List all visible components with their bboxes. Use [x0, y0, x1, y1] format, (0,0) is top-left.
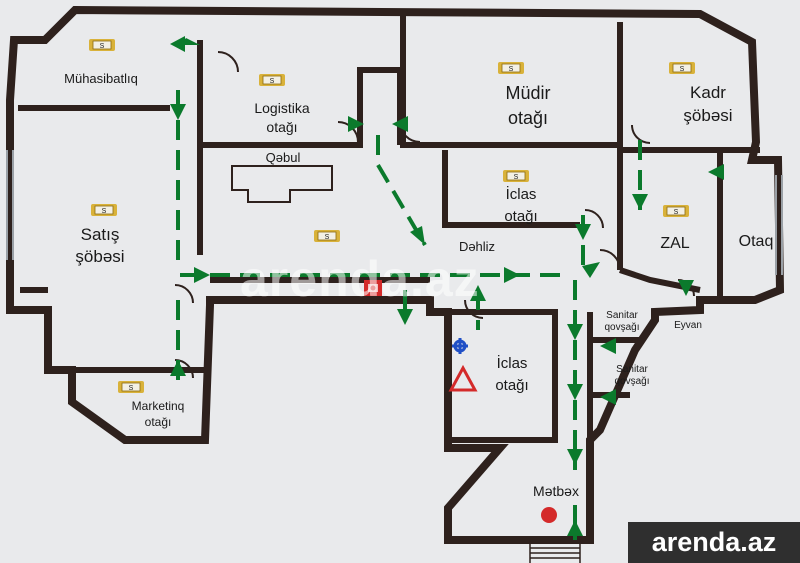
- label-muhasibatliq: Mühasibatlıq: [64, 71, 138, 86]
- label-logistika-2: otağı: [266, 119, 297, 135]
- label-sanitar-1a: Sanitar: [606, 310, 638, 321]
- detector-symbol: S: [325, 234, 330, 241]
- outer-wall: [6, 5, 785, 544]
- room-labels: Mühasibatlıq Logistika otağı Müdir otağı…: [64, 71, 773, 499]
- smoke-detectors: S S S S S S S S S: [88, 38, 696, 394]
- label-marketinq-2: otağı: [145, 415, 172, 429]
- watermark-center: arenda.az: [240, 251, 480, 307]
- detector-symbol: S: [674, 209, 679, 216]
- label-zal: ZAL: [660, 235, 689, 252]
- label-mudir-1: Müdir: [505, 83, 550, 103]
- detector-symbol: S: [102, 208, 107, 215]
- label-sanitar-2a: Sanitar: [616, 364, 648, 375]
- label-iclas-lower-2: otağı: [495, 377, 528, 394]
- label-dehliz: Dəhliz: [459, 239, 495, 254]
- fire-alarm-icon: [364, 280, 382, 296]
- detector-symbol: S: [514, 174, 519, 181]
- label-eyvan: Eyvan: [674, 320, 702, 331]
- watermark-badge[interactable]: arenda.az: [628, 522, 800, 563]
- label-marketinq-1: Marketinq: [132, 399, 185, 413]
- label-mudir-2: otağı: [508, 108, 548, 128]
- label-qebul: Qəbul: [266, 150, 301, 165]
- label-satis-1: Satış: [81, 225, 120, 244]
- label-otaq: Otaq: [739, 233, 774, 250]
- detector-symbol: S: [509, 66, 514, 73]
- label-sanitar-2b: qovşağı: [614, 376, 649, 387]
- fire-extinguisher-icon: [541, 507, 557, 523]
- detector-symbol: S: [680, 66, 685, 73]
- walls: [6, 5, 785, 544]
- detector-symbol: S: [100, 43, 105, 50]
- stairs: [529, 540, 581, 563]
- windows: [6, 150, 783, 275]
- detector-symbol: S: [270, 78, 275, 85]
- label-iclas-upper-1: İclas: [506, 185, 537, 203]
- label-metbex: Mətbəx: [533, 483, 579, 499]
- warning-triangle-icon: [448, 364, 478, 392]
- hydrant-icon: [452, 338, 468, 354]
- label-kadr-1: Kadr: [690, 83, 726, 102]
- label-iclas-upper-2: otağı: [504, 208, 537, 225]
- label-satis-2: şöbəsi: [75, 247, 124, 266]
- label-iclas-lower-1: İclas: [497, 354, 528, 372]
- label-sanitar-1b: qovşağı: [604, 322, 639, 333]
- detector-symbol: S: [129, 385, 134, 392]
- evacuation-arrowheads: [170, 36, 724, 536]
- label-logistika-1: Logistika: [254, 100, 309, 116]
- reception-desk: [231, 165, 333, 203]
- label-kadr-2: şöbəsi: [683, 106, 732, 125]
